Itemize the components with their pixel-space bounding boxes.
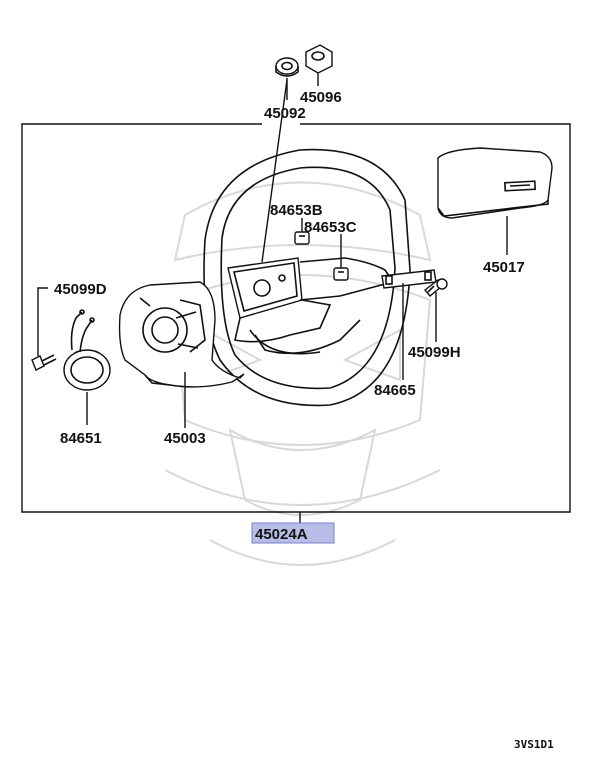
steering-wheel — [203, 148, 411, 407]
label-45024A[interactable]: 45024A — [255, 526, 308, 543]
horn-pad-45017 — [437, 147, 553, 219]
bolt-45099D — [31, 354, 57, 371]
label-84665[interactable]: 84665 — [374, 382, 416, 399]
label-45003[interactable]: 45003 — [164, 430, 206, 447]
spiral-cable-84651 — [63, 309, 111, 391]
label-84653B[interactable]: 84653B — [270, 202, 323, 219]
assembly-frame — [21, 123, 571, 513]
label-45017[interactable]: 45017 — [483, 259, 525, 276]
selected-part-highlight — [251, 522, 335, 544]
label-84653C[interactable]: 84653C — [304, 219, 357, 236]
bolt-45099H — [423, 278, 448, 297]
label-84651[interactable]: 84651 — [60, 430, 102, 447]
label-45099H[interactable]: 45099H — [408, 344, 461, 361]
label-45099D[interactable]: 45099D — [54, 281, 107, 298]
column-cover-45003 — [118, 281, 245, 388]
bracket-84665 — [381, 269, 437, 289]
nut-45096 — [305, 44, 333, 74]
nut-45092 — [275, 57, 299, 77]
label-45096[interactable]: 45096 — [300, 89, 342, 106]
switch-84653C — [333, 267, 349, 281]
diagram-code: 3VS1D1 — [514, 738, 554, 751]
label-45092[interactable]: 45092 — [264, 105, 306, 122]
